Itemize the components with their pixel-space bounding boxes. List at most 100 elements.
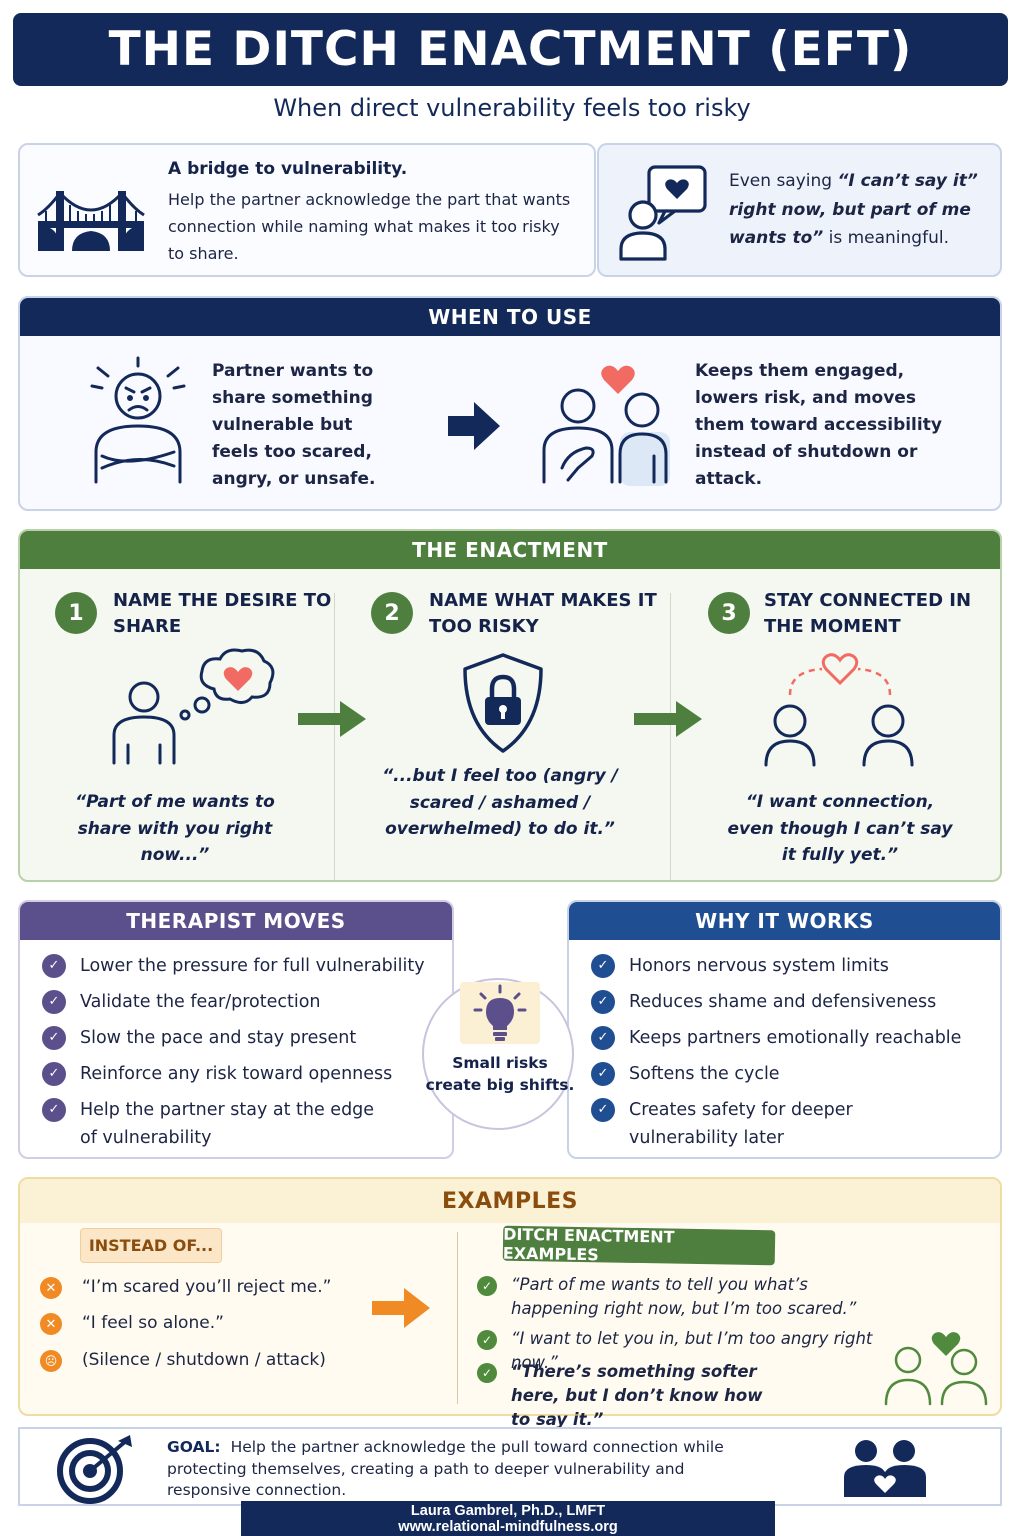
center-note-text: Small risks create big shifts.	[425, 1054, 575, 1094]
check-icon: ✓	[42, 954, 66, 978]
frustrated-person-icon	[90, 356, 186, 484]
list-item-text: Keeps partners emotionally reachable	[629, 1028, 962, 1048]
x-mark-icon: ✕	[40, 1313, 62, 1335]
check-icon: ✓	[477, 1276, 497, 1296]
check-icon: ✓	[42, 1026, 66, 1050]
enactment-section: THE ENACTMENT 1 NAME THE DESIRE TO SHARE…	[18, 529, 1002, 882]
connected-couple-icon	[764, 653, 914, 767]
arrow-right-icon	[448, 402, 500, 450]
enactment-header: THE ENACTMENT	[20, 531, 1000, 569]
author-website[interactable]: www.relational-mindfulness.org	[398, 1519, 618, 1535]
instead-item-text: “I’m scared you’ll reject me.”	[82, 1277, 332, 1297]
page-title: THE DITCH ENACTMENT (EFT)	[108, 22, 913, 77]
check-icon: ✓	[591, 1098, 615, 1122]
couple-silhouette-icon	[844, 1440, 926, 1497]
thought-bubble-heart-icon	[112, 648, 275, 765]
step-1-quote: “Part of me wants to share with you righ…	[75, 792, 275, 865]
target-icon	[57, 1435, 132, 1504]
ditch-item: ✓ “There’s something softer here, but I d…	[477, 1360, 777, 1432]
ditch-item-text: “There’s something softer here, but I do…	[511, 1362, 763, 1429]
center-note-badge: Small risks create big shifts.	[422, 978, 574, 1130]
shield-lock-icon	[463, 653, 543, 753]
list-item-text: Reduces shame and defensiveness	[629, 992, 937, 1012]
check-icon: ✓	[591, 1062, 615, 1086]
list-item-text: Softens the cycle	[629, 1064, 780, 1084]
list-item: ✓ Creates safety for deeper vulnerability…	[591, 1096, 961, 1152]
couple-heart-icon	[884, 1332, 988, 1406]
list-item-text: Validate the fear/protection	[80, 992, 321, 1012]
intro-quote: Even saying “I can’t say it” right now, …	[729, 167, 984, 253]
arrow-right-icon	[372, 1288, 430, 1328]
step-3-quote: “I want connection, even though I can’t …	[727, 792, 953, 865]
goal-section: GOAL:Help the partner acknowledge the pu…	[18, 1427, 1002, 1506]
goal-body: Help the partner acknowledge the pull to…	[167, 1438, 724, 1499]
intro-quote-emphasis: “I can’t say it” right now, but part of …	[729, 171, 978, 248]
quote-card: Even saying “I can’t say it” right now, …	[597, 143, 1002, 277]
intro-body: Help the partner acknowledge the part th…	[168, 190, 571, 263]
ditch-item: ✓ “Part of me wants to tell you what’s ha…	[477, 1273, 897, 1321]
when-to-use-benefit: Keeps them engaged, lowers risk, and mov…	[695, 361, 942, 489]
step-1-number: 1	[55, 592, 97, 634]
arrow-right-icon	[634, 701, 702, 737]
list-item-text: Creates safety for deeper vulnerability …	[629, 1100, 853, 1148]
ditch-item: ✓ “I want to let you in, but I’m too angr…	[477, 1327, 917, 1375]
step-2-quote: “...but I feel too (angry / scared / ash…	[382, 766, 618, 839]
examples-header: EXAMPLES	[20, 1179, 1000, 1223]
instead-item: ☹ (Silence / shutdown / attack)	[40, 1350, 326, 1372]
page-subtitle: When direct vulnerability feels too risk…	[273, 94, 751, 122]
why-it-works-section: WHY IT WORKS ✓ Honors nervous system limi…	[567, 900, 1002, 1159]
check-icon: ✓	[42, 1062, 66, 1086]
instead-item: ✕“I feel so alone.”	[40, 1313, 224, 1335]
step-3-title: STAY CONNECTED IN THE MOMENT	[764, 590, 972, 637]
therapist-moves-section: THERAPIST MOVES ✓Lower the pressure for …	[18, 900, 454, 1159]
check-icon: ✓	[591, 1026, 615, 1050]
step-3-number: 3	[708, 592, 750, 634]
step-divider	[334, 593, 335, 880]
therapist-moves-header: THERAPIST MOVES	[20, 902, 452, 940]
bridge-icon	[37, 191, 145, 251]
examples-section: EXAMPLES	[18, 1177, 1002, 1416]
intro-card: A bridge to vulnerability. Help the part…	[18, 143, 596, 277]
step-1-title: NAME THE DESIRE TO SHARE	[113, 590, 332, 637]
when-to-use-header: WHEN TO USE	[20, 298, 1000, 336]
when-to-use-trigger: Partner wants to share something vulnera…	[212, 361, 376, 489]
check-icon: ✓	[477, 1363, 497, 1383]
goal-label: GOAL:	[167, 1438, 221, 1456]
step-2-number: 2	[371, 592, 413, 634]
title-banner: THE DITCH ENACTMENT (EFT)	[13, 13, 1008, 86]
check-icon: ✓	[591, 990, 615, 1014]
author-credit: Laura Gambrel, Ph.D., LMFT www.relationa…	[241, 1501, 775, 1536]
when-to-use-section: WHEN TO USE Partner wants to share somet…	[18, 296, 1002, 511]
ditch-item-text: “I want to let you in, but I’m too angry…	[511, 1329, 873, 1372]
list-item-text: Honors nervous system limits	[629, 956, 889, 976]
list-item: ✓ Validate the fear/protection	[42, 988, 425, 1016]
why-it-works-header: WHY IT WORKS	[569, 902, 1000, 940]
arrow-right-icon	[298, 701, 366, 737]
check-icon: ✓	[42, 1098, 66, 1122]
list-item: ✓ Softens the cycle	[591, 1060, 961, 1088]
list-item: ✓Reinforce any risk toward openness	[42, 1060, 425, 1088]
instead-of-label: INSTEAD OF...	[80, 1228, 222, 1263]
ditch-item-text: “Part of me wants to tell you what’s hap…	[511, 1275, 857, 1318]
author-name: Laura Gambrel, Ph.D., LMFT	[410, 1503, 606, 1519]
instead-item-text: (Silence / shutdown / attack)	[82, 1350, 326, 1370]
list-item: ✓ Honors nervous system limits	[591, 952, 961, 980]
list-item-text: Help the partner stay at the edge of vul…	[80, 1100, 375, 1148]
intro-quote-prefix: Even saying	[729, 171, 838, 191]
step-2-title: NAME WHAT MAKES IT TOO RISKY	[429, 590, 657, 637]
instead-item: ✕ “I’m scared you’ll reject me.”	[40, 1277, 331, 1299]
check-icon: ✓	[477, 1330, 497, 1350]
sad-face-icon: ☹	[40, 1350, 62, 1372]
list-item: ✓ Help the partner stay at the edge of vu…	[42, 1096, 425, 1152]
list-item: ✓Slow the pace and stay present	[42, 1024, 425, 1052]
x-mark-icon: ✕	[40, 1277, 62, 1299]
ditch-examples-label: DITCH ENACTMENT EXAMPLES	[503, 1224, 776, 1266]
check-icon: ✓	[591, 954, 615, 978]
couple-heart-icon	[542, 365, 670, 486]
speech-bubble-heart-icon	[619, 165, 707, 261]
list-item: ✓ Keeps partners emotionally reachable	[591, 1024, 961, 1052]
examples-divider	[457, 1232, 458, 1404]
list-item: ✓ Reduces shame and defensiveness	[591, 988, 961, 1016]
check-icon: ✓	[42, 990, 66, 1014]
list-item: ✓Lower the pressure for full vulnerabili…	[42, 952, 425, 980]
